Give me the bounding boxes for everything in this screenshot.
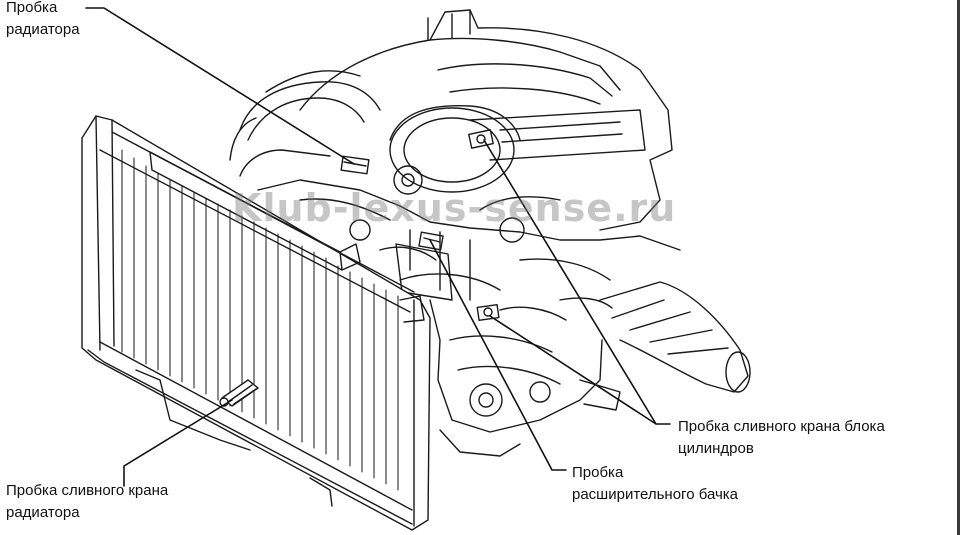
radiator-drawing — [81, 115, 431, 531]
block-drain-plug-upper — [468, 129, 494, 149]
label-line: расширительного бачка — [572, 486, 739, 503]
block-drain-plug-lower — [476, 303, 500, 322]
label-line: Пробка сливного крана блока — [678, 418, 885, 435]
label-line: Пробка — [6, 0, 58, 16]
reservoir-cap-part — [418, 231, 444, 251]
label-block-drain: Пробка сливного крана блока цилиндров — [678, 416, 885, 460]
label-reservoir-cap: Пробка расширительного бачка — [572, 462, 738, 506]
label-line: радиатора — [6, 21, 80, 38]
watermark-text: Klub-lexus-sense.ru — [232, 186, 677, 230]
label-line: цилиндров — [678, 440, 754, 457]
label-radiator-drain: Пробка сливного крана радиатора — [6, 480, 168, 524]
label-line: радиатора — [6, 504, 80, 521]
label-radiator-cap: Пробка радиатора — [6, 0, 80, 41]
label-line: Пробка сливного крана — [6, 482, 169, 499]
label-line: Пробка — [572, 464, 624, 481]
leader-lines — [85, 7, 671, 487]
engine-drawing — [229, 9, 751, 457]
radiator-cap-part — [340, 155, 370, 175]
window-edge-divider — [957, 0, 960, 535]
